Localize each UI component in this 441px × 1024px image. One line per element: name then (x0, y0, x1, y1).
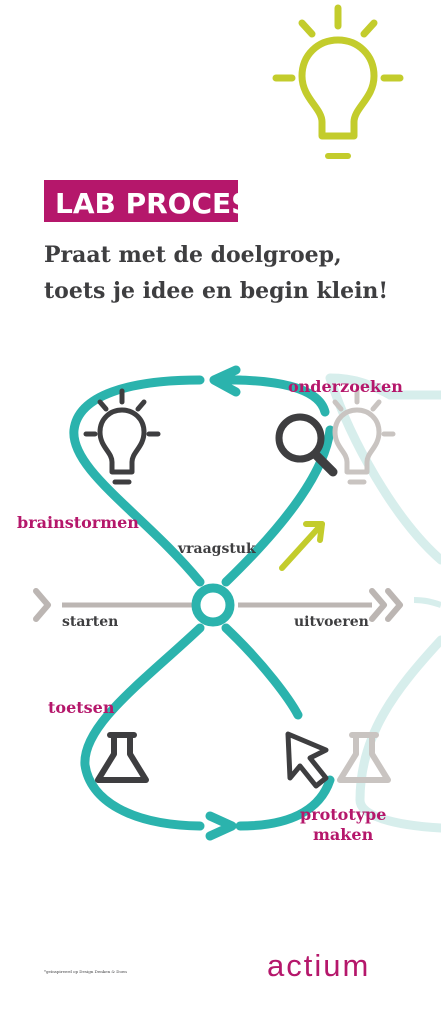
lightbulb-icon (272, 4, 404, 159)
center-node (191, 583, 235, 627)
label-toetsen: toetsen (48, 698, 115, 717)
lightbulb-icon (83, 388, 161, 485)
flask-icon (95, 732, 149, 783)
footer-credit: *geïnspireerd op Design Denken & Doen (44, 969, 127, 974)
label-brainstormen: brainstormen (17, 513, 139, 532)
label-starten: starten (62, 614, 118, 630)
timeline-axis (33, 588, 441, 622)
label-maken: maken (313, 825, 374, 844)
page-title: LAB PROCES (55, 187, 251, 220)
label-onderzoeken: onderzoeken (288, 377, 403, 396)
insight-arrow-icon (279, 521, 325, 571)
label-prototype: prototype (300, 805, 386, 824)
cursor-icon (285, 731, 329, 789)
next-cycle-loop (325, 373, 441, 833)
double-chevron-icon (369, 588, 403, 622)
start-chevron-icon (33, 588, 51, 622)
top-arrow-icon (209, 365, 245, 397)
title-background (44, 180, 238, 222)
bottom-arrow-icon (205, 811, 237, 841)
subtitle-line-1: Praat met de doelgroep, (44, 242, 342, 268)
lightbulb-icon (332, 388, 396, 485)
subtitle-line-2: toets je idee en begin klein! (44, 278, 388, 304)
flask-icon (337, 732, 391, 783)
actium-logo: actium (267, 948, 370, 983)
label-uitvoeren: uitvoeren (294, 614, 369, 630)
search-icon (275, 413, 338, 477)
label-vraagstuk: vraagstuk (177, 541, 256, 557)
figure-eight-loop (69, 375, 335, 831)
